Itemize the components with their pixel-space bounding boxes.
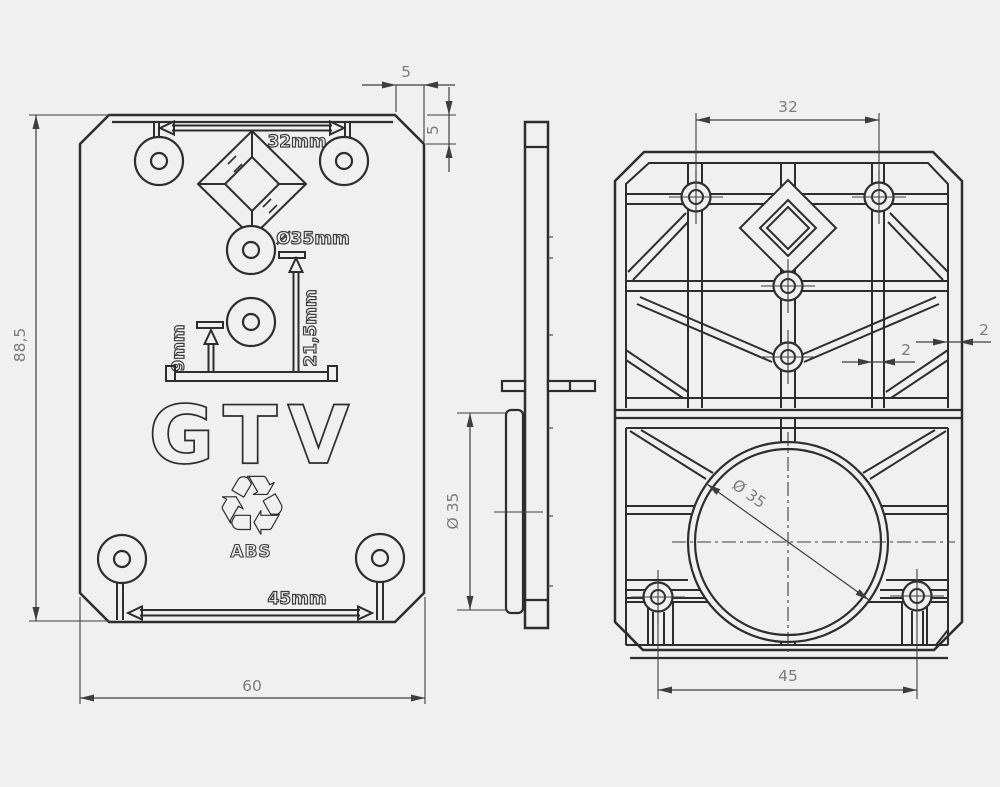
center-hole-lower	[225, 296, 277, 348]
svg-text:60: 60	[242, 677, 262, 695]
dimension-bottom-hole-spacing: 45	[657, 612, 918, 699]
rear-boss-center-lower	[761, 330, 815, 384]
svg-text:88,5: 88,5	[11, 328, 29, 363]
center-hole-upper	[225, 224, 277, 276]
rear-upper-inner-wall	[625, 162, 949, 408]
svg-text:5: 5	[424, 125, 442, 135]
gtv-logo: GTV	[149, 389, 360, 482]
emboss-arrow-21-5mm	[278, 251, 306, 372]
svg-text:45: 45	[778, 667, 798, 685]
mounting-hole-bottom-left	[96, 533, 148, 585]
emboss-base-bar	[165, 365, 338, 382]
svg-text:5: 5	[401, 63, 411, 81]
mounting-hole-top-left	[133, 135, 185, 187]
front-view: 32mm Ø35mm	[11, 63, 456, 704]
mounting-hole-bottom-right	[354, 532, 406, 584]
rear-boss-bottom-left	[631, 570, 685, 624]
svg-text:32: 32	[778, 98, 798, 116]
dimension-rib-thickness-wall: 2	[916, 321, 991, 346]
side-view: Ø 35	[444, 120, 597, 630]
svg-text:2: 2	[901, 341, 911, 359]
abs-material-label: ABS	[230, 542, 271, 562]
dimension-width: 60	[79, 597, 426, 704]
plate-outline	[78, 113, 426, 624]
side-profile-body	[523, 120, 550, 630]
dimension-top-hole-spacing: 32	[695, 98, 880, 183]
emboss-label-21-5mm: 21,5mm	[301, 289, 321, 366]
emboss-label-d35mm: Ø35mm	[276, 229, 350, 249]
emboss-label-32mm: 32mm	[267, 132, 326, 152]
dimension-rib-thickness-inner: 2	[842, 341, 915, 366]
dimension-chamfer-width: 5	[362, 63, 455, 142]
rear-diamond-boss	[738, 178, 838, 278]
svg-text:Ø 35: Ø 35	[444, 493, 462, 530]
dimension-side-boss-diameter: Ø 35	[444, 412, 506, 611]
rear-view: Ø 35	[613, 98, 991, 699]
recycling-icon: ♻	[215, 459, 289, 554]
dimension-chamfer-height: 5	[424, 87, 456, 172]
rear-boss-center-upper	[761, 259, 815, 313]
rear-boss-top-left	[669, 170, 723, 224]
emboss-label-45mm: 45mm	[267, 589, 326, 609]
emboss-label-9mm: 9mm	[169, 324, 189, 371]
rear-mid-band	[615, 408, 962, 420]
emboss-arrow-9mm	[196, 321, 224, 372]
mounting-hole-top-right	[318, 135, 370, 187]
emboss-stems-bottom	[116, 582, 384, 620]
side-edge-ticks	[548, 236, 553, 587]
emboss-arrow-45mm	[125, 604, 375, 622]
rear-boss-bottom-right	[890, 569, 944, 623]
dimension-height: 88,5	[11, 114, 111, 622]
svg-text:2: 2	[979, 321, 989, 339]
side-flange	[500, 379, 597, 393]
